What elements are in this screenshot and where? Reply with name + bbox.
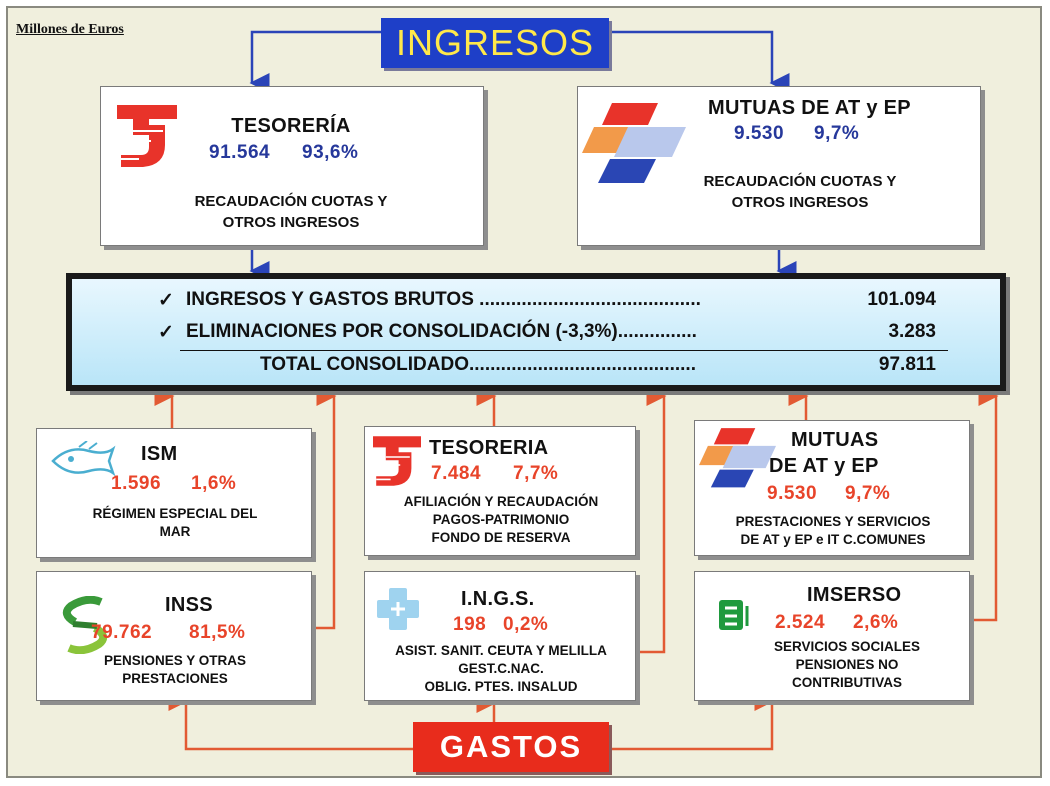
entity-description-line: CONTRIBUTIVAS xyxy=(792,675,902,690)
entity-share: 1,6% xyxy=(191,473,237,494)
income-connectors xyxy=(249,30,797,281)
total-rule xyxy=(180,350,948,351)
source-description-line: OTROS INGRESOS xyxy=(731,194,869,211)
entity-description-line: MAR xyxy=(159,524,191,539)
entity-share: 9,7% xyxy=(845,483,891,504)
income-title: INGRESOS xyxy=(381,18,609,68)
source-name: TESORERÍA xyxy=(231,115,351,137)
expense-box-ism: ISM 1.596 1,6% RÉGIMEN ESPECIAL DEL MAR xyxy=(36,428,312,558)
entity-description-line: DE AT y EP e IT C.COMUNES xyxy=(740,532,926,547)
source-amount: 91.564 xyxy=(209,142,271,163)
entity-description-line: FONDO DE RESERVA xyxy=(431,530,571,545)
consolidation-panel: ✓ INGRESOS Y GASTOS BRUTOS .............… xyxy=(66,273,1006,391)
entity-amount: 2.524 xyxy=(775,612,826,633)
tesoreria-logo-icon xyxy=(117,105,177,167)
income-box-mutuas: MUTUAS DE AT y EP 9.530 9,7% RECAUDACIÓN… xyxy=(577,86,981,246)
entity-name: INSS xyxy=(165,594,213,616)
entity-description-line: PAGOS-PATRIMONIO xyxy=(432,512,570,527)
entity-name: IMSERSO xyxy=(807,584,902,606)
source-description-line: RECAUDACIÓN CUOTAS Y xyxy=(194,193,388,210)
source-amount: 9.530 xyxy=(734,123,785,144)
entity-share: 81,5% xyxy=(189,622,246,643)
expense-box-tesoreria: TESORERIA 7.484 7,7% AFILIACIÓN Y RECAUD… xyxy=(364,426,636,556)
tesoreria-logo-icon xyxy=(373,436,421,486)
expense-box-imserso: IMSERSO 2.524 2,6% SERVICIOS SOCIALES PE… xyxy=(694,571,970,701)
entity-description-line: SERVICIOS SOCIALES xyxy=(773,639,921,654)
entity-description-line: OBLIG. PTES. INSALUD xyxy=(424,679,578,694)
mutuas-logo-icon xyxy=(582,103,686,183)
entity-share: 7,7% xyxy=(513,463,559,484)
entity-name: TESORERIA xyxy=(429,437,549,459)
entity-name: I.N.G.S. xyxy=(461,588,535,610)
total-label: TOTAL CONSOLIDADO.......................… xyxy=(260,354,696,375)
consolidation-label: ELIMINACIONES POR CONSOLIDACIÓN (-3,3%).… xyxy=(186,321,697,342)
entity-name: ISM xyxy=(141,443,178,465)
source-name: MUTUAS DE AT y EP xyxy=(708,97,911,119)
imserso-logo-icon xyxy=(719,600,749,630)
mutuas-logo-icon xyxy=(699,428,777,488)
entity-description-line: PENSIONES NO xyxy=(795,657,899,672)
check-mark: ✓ xyxy=(158,290,174,311)
consolidation-value: 101.094 xyxy=(867,289,936,310)
entity-description-line: AFILIACIÓN Y RECAUDACIÓN xyxy=(403,494,599,509)
entity-description-line: PRESTACIONES Y SERVICIOS xyxy=(735,514,931,529)
entity-share: 2,6% xyxy=(853,612,899,633)
entity-amount: 198 xyxy=(453,614,487,635)
entity-amount: 7.484 xyxy=(431,463,482,484)
entity-description-line: PRESTACIONES xyxy=(122,671,228,686)
entity-amount: 79.762 xyxy=(91,622,153,643)
expense-box-ings: I.N.G.S. 198 0,2% ASIST. SANIT. CEUTA Y … xyxy=(364,571,636,701)
medical-cross-icon xyxy=(377,588,419,630)
ism-logo-icon xyxy=(51,441,116,477)
entity-description-line: ASIST. SANIT. CEUTA Y MELILLA xyxy=(395,643,607,658)
entity-description-line: RÉGIMEN ESPECIAL DEL xyxy=(92,506,258,521)
expense-title: GASTOS xyxy=(413,722,609,772)
units-label: Millones de Euros xyxy=(16,22,124,37)
inss-logo-icon xyxy=(62,596,108,654)
source-description-line: OTROS INGRESOS xyxy=(222,214,360,231)
source-description-line: RECAUDACIÓN CUOTAS Y xyxy=(703,173,897,190)
entity-name: MUTUAS xyxy=(791,429,879,451)
check-mark: ✓ xyxy=(158,322,174,343)
consolidation-label: INGRESOS Y GASTOS BRUTOS ...............… xyxy=(186,289,701,310)
total-value: 97.811 xyxy=(878,354,936,375)
entity-description-line: PENSIONES Y OTRAS xyxy=(103,653,247,668)
entity-name-line2: DE AT y EP xyxy=(769,455,879,477)
income-box-tesoreria: TESORERÍA 91.564 93,6% RECAUDACIÓN CUOTA… xyxy=(100,86,484,246)
entity-share: 0,2% xyxy=(503,614,549,635)
entity-amount: 1.596 xyxy=(111,473,162,494)
expense-box-mutuas: MUTUAS DE AT y EP 9.530 9,7% PRESTACIONE… xyxy=(694,420,970,556)
source-share: 93,6% xyxy=(302,142,359,163)
entity-amount: 9.530 xyxy=(767,483,818,504)
entity-description-line: GEST.C.NAC. xyxy=(458,661,544,676)
expense-box-inss: INSS 79.762 81,5% PENSIONES Y OTRAS PRES… xyxy=(36,571,312,701)
expense-connectors xyxy=(154,386,999,751)
source-share: 9,7% xyxy=(814,123,860,144)
consolidation-value: 3.283 xyxy=(888,321,936,342)
